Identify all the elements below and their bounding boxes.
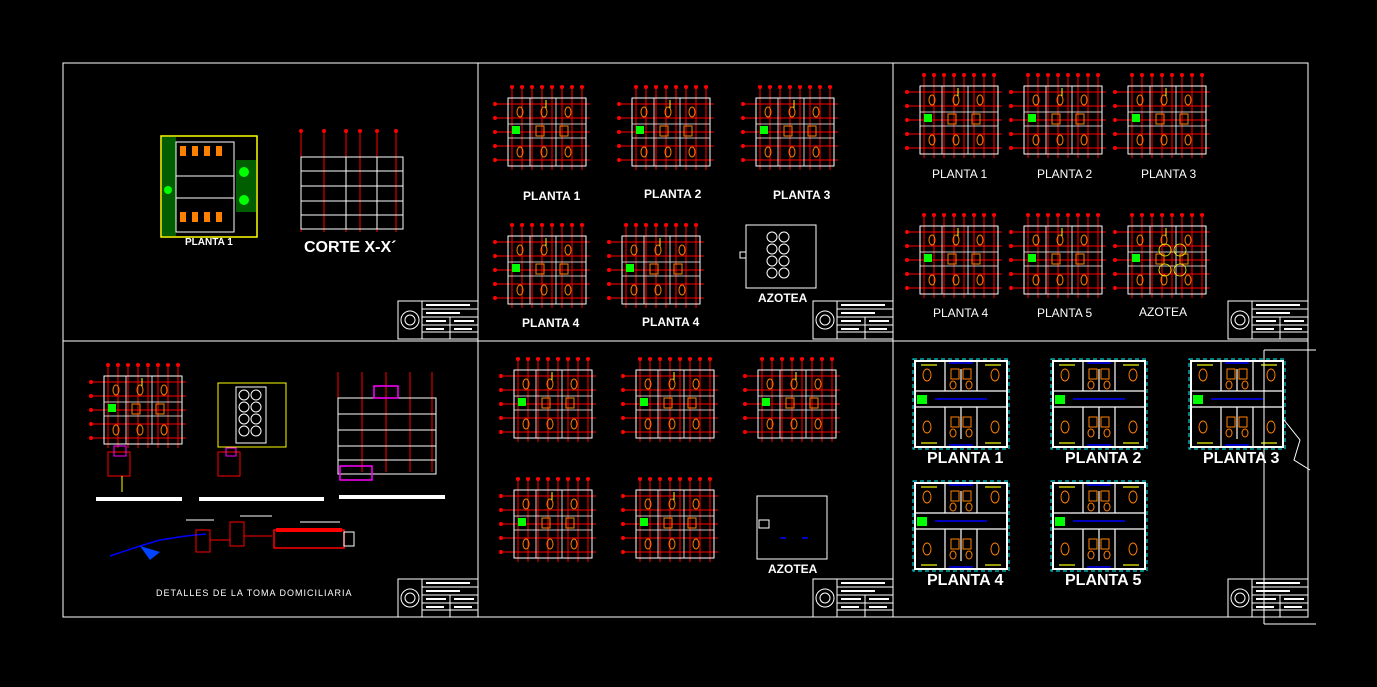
label-planta-1: PLANTA 1 (932, 167, 988, 181)
plan-drawing (616, 84, 715, 171)
plan-drawing (1008, 72, 1107, 159)
label-planta-3: PLANTA 3 (1203, 450, 1280, 467)
title-block (812, 578, 894, 618)
plan-drawing (904, 72, 1003, 159)
label-planta-4: PLANTA 4 (933, 306, 989, 320)
plan-drawing (1188, 358, 1286, 450)
plan-drawing (88, 362, 187, 449)
site-plan (160, 135, 258, 238)
section-drawing (299, 129, 404, 232)
plan-drawing (492, 222, 591, 309)
label-planta-3: PLANTA 3 (1141, 167, 1197, 181)
plan-drawing (620, 356, 719, 443)
label-planta-1: PLANTA 1 (523, 189, 581, 203)
plan-drawing (1112, 72, 1211, 159)
toma-detail-1 (107, 445, 131, 492)
plan-drawing (904, 212, 1003, 299)
plan-drawing (620, 476, 719, 563)
roof-plan (756, 495, 828, 560)
label-planta-2: PLANTA 2 (1037, 167, 1093, 181)
label-planta-4: PLANTA 4 (522, 316, 580, 330)
label-azotea: AZOTEA (768, 562, 818, 576)
title-block (397, 300, 479, 340)
label-corte: CORTE X-X´ (304, 239, 397, 256)
roof-plan (1112, 212, 1211, 299)
roof-plan (217, 382, 287, 477)
plan-drawing (1050, 358, 1148, 450)
label-azotea: AZOTEA (1139, 305, 1188, 319)
label-planta-2: PLANTA 2 (644, 187, 702, 201)
label-planta-4: PLANTA 4 (927, 572, 1004, 589)
title-block (812, 300, 894, 340)
label-planta-3: PLANTA 3 (773, 188, 831, 202)
underline-bars (96, 495, 445, 501)
roof-plan (739, 224, 817, 289)
section-drawing (337, 372, 437, 481)
label-azotea: AZOTEA (758, 291, 808, 305)
plan-drawing (498, 356, 597, 443)
title-block (1227, 300, 1309, 340)
label-planta-2: PLANTA 2 (1065, 450, 1142, 467)
title-block (397, 578, 479, 618)
label-planta-5: PLANTA 5 (1037, 306, 1093, 320)
label-toma-domiciliaria: DETALLES DE LA TOMA DOMICILIARIA (156, 588, 353, 598)
sheet-frame (62, 62, 1309, 618)
plan-drawing (492, 84, 591, 171)
plan-drawing (498, 476, 597, 563)
plan-drawing (1008, 212, 1107, 299)
plan-drawing (912, 358, 1010, 450)
label-planta-1: PLANTA 1 (927, 450, 1004, 467)
label-planta-4: PLANTA 4 (642, 315, 700, 329)
overflow-frame (1263, 349, 1316, 625)
label-planta-5: PLANTA 5 (1065, 572, 1142, 589)
label-planta-1: PLANTA 1 (185, 237, 233, 248)
plan-drawing (740, 84, 839, 171)
plan-drawing (1050, 480, 1148, 572)
title-block (1227, 578, 1309, 618)
plan-drawing (912, 480, 1010, 572)
plan-drawing (606, 222, 705, 309)
toma-profile (109, 515, 355, 560)
plan-drawing (742, 356, 841, 443)
